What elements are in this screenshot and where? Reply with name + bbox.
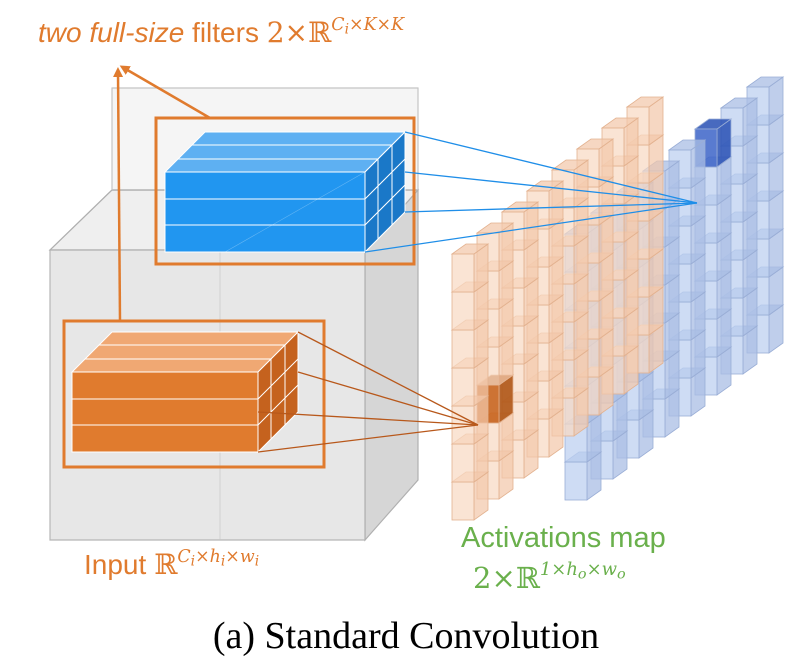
input-label-math: ℝCi×hi×wi (154, 546, 260, 581)
blue-filter-frame (154, 116, 416, 266)
orange-filter-volume (70, 330, 300, 454)
figure-caption: (a) Standard Convolution (212, 615, 600, 657)
filters-label-emphasis: two full-size (38, 17, 185, 48)
blue-projection-lines (364, 131, 698, 253)
activation-cell (451, 443, 475, 483)
filters-arrows (113, 65, 211, 322)
activation-cell (451, 367, 475, 407)
activation-cell (451, 481, 475, 521)
input-label-text: Input (84, 549, 147, 580)
orange-activations-map (450, 96, 665, 521)
filters-label: two full-size filters 2×ℝCi×K×K (38, 16, 404, 49)
orange-filter-frame (62, 319, 326, 469)
activations-label: Activations map 2×ℝ1×ho×wo (461, 522, 666, 595)
activation-cell (451, 253, 475, 293)
activation-cell (451, 329, 475, 369)
input-label: Input ℝCi×hi×wi (84, 548, 259, 581)
orange-projection-lines (257, 331, 479, 453)
activations-label-math: 2×ℝ1×ho×wo (473, 559, 626, 595)
activation-cell (564, 461, 588, 501)
filters-label-math: 2×ℝCi×K×K (266, 14, 405, 49)
activation-cell (451, 291, 475, 331)
filters-label-text: filters (192, 17, 259, 48)
blue-filter-volume (163, 130, 407, 254)
activations-label-text: Activations map (461, 522, 666, 554)
